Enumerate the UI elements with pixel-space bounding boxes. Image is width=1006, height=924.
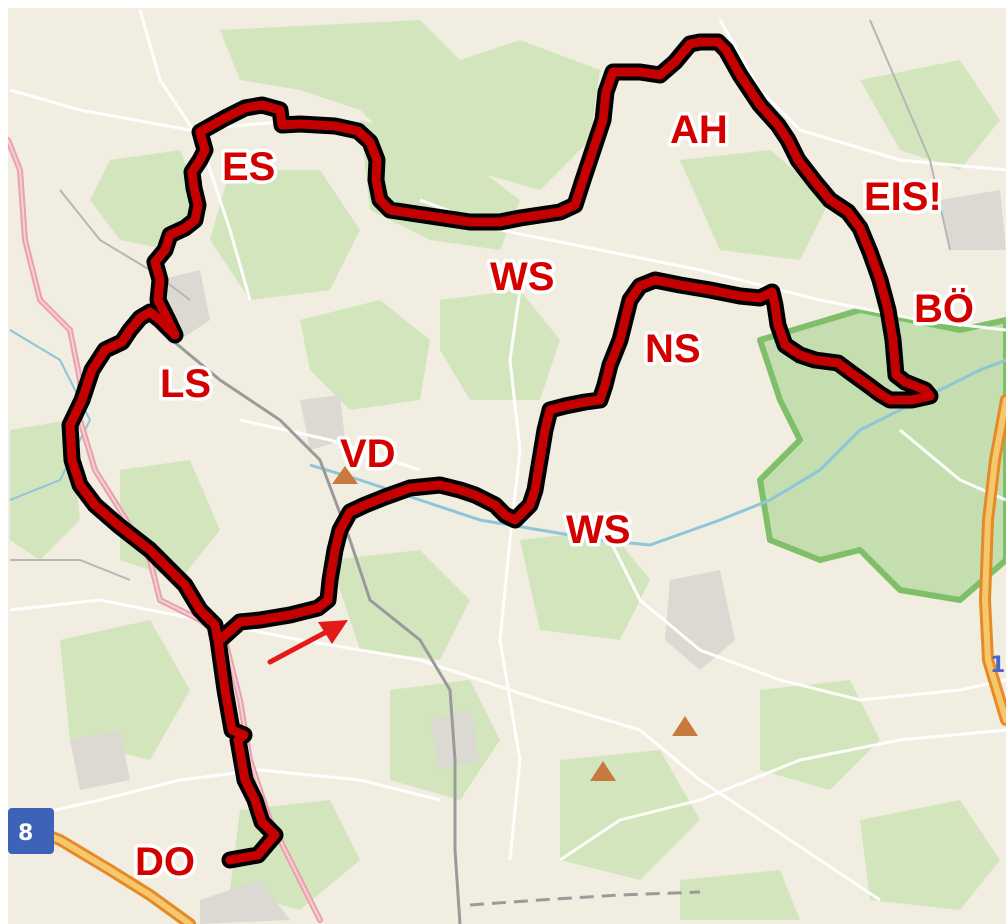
place-label-ls: LS <box>160 362 211 406</box>
place-label-ns: NS <box>645 327 701 371</box>
motorway-shield-icon: 8 <box>8 808 54 854</box>
railway <box>469 890 701 907</box>
secondary-roads <box>10 19 951 581</box>
place-label-ws-south: WS <box>566 508 630 552</box>
map-view[interactable]: 8 1 ES AH EIS! WS BÖ NS LS VD WS DO <box>8 8 1006 924</box>
railway <box>159 328 462 924</box>
peak-triangle-icon <box>672 716 698 736</box>
direction-arrow-icon <box>267 620 348 665</box>
motorway <box>981 397 1006 723</box>
place-label-es: ES <box>222 145 275 189</box>
river <box>9 329 92 501</box>
place-label-do: DO <box>135 840 195 884</box>
place-label-ah: AH <box>670 108 728 152</box>
place-label-bo: BÖ <box>914 286 974 331</box>
peak-triangle-icon <box>332 466 358 484</box>
settlement-areas <box>70 190 1006 924</box>
minor-roads <box>9 9 1006 902</box>
road-number-label: 1 <box>990 653 1005 678</box>
nature-reserve-area <box>757 307 1006 603</box>
place-label-eis: EIS! <box>864 175 942 219</box>
motorway-shield-label: 8 <box>18 821 33 846</box>
peak-triangle-icon <box>590 761 616 781</box>
place-label-ws-north: WS <box>490 255 554 299</box>
place-label-vd: VD <box>340 432 396 476</box>
